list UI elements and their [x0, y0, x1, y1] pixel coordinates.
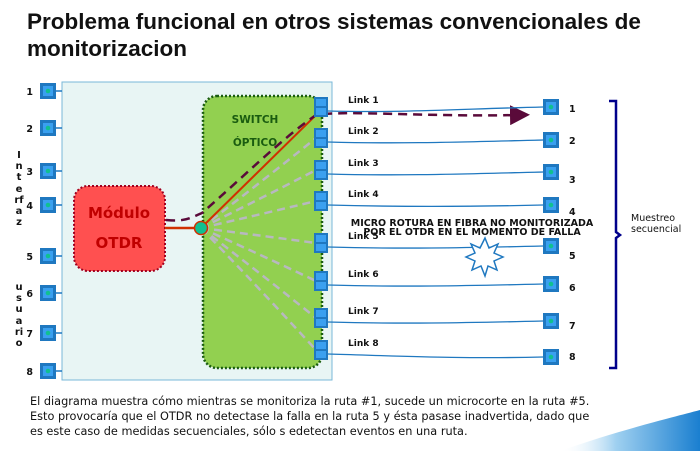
fiber-line: [327, 171, 544, 176]
remote-port-label: 3: [569, 175, 576, 186]
usuario-label: usuario: [14, 282, 24, 350]
user-port-8[interactable]: [40, 363, 56, 379]
sequence-bracket: [609, 99, 623, 370]
user-port-label: 7: [26, 329, 33, 340]
link-6: Link 6 6: [314, 270, 576, 294]
inactive-path-8: [200, 227, 317, 351]
remote-port-6[interactable]: [543, 276, 559, 292]
user-port-label: 3: [26, 167, 33, 178]
remote-port-label: 7: [569, 321, 576, 332]
link-3: Link 3 3: [314, 159, 576, 186]
link-label: Link 4: [348, 190, 379, 200]
link-5: Link 5 5: [314, 232, 576, 262]
link-7: Link 7 7: [314, 307, 576, 332]
inactive-path-7: [200, 227, 317, 319]
switch-port-1[interactable]: [314, 97, 328, 117]
fiber-line: [327, 283, 544, 287]
switch-junction: [193, 220, 209, 236]
user-port-1[interactable]: [40, 83, 56, 99]
fiber-line: [327, 245, 544, 249]
description: El diagrama muestra cómo mientras se mon…: [30, 394, 630, 439]
link-label: Link 6: [348, 270, 379, 280]
switch-label-line1: SWITCH: [232, 114, 279, 126]
switch-port-4[interactable]: [314, 191, 328, 211]
link-1: Link 1 1: [314, 96, 576, 117]
remote-port-4[interactable]: [543, 197, 559, 213]
link-label: Link 7: [348, 307, 379, 317]
remote-port-label: 5: [569, 251, 576, 262]
remote-port-8[interactable]: [543, 349, 559, 365]
switch-port-7[interactable]: [314, 308, 328, 328]
page-title: Problema funcional en otros sistemas con…: [27, 9, 641, 61]
otdr-label-line2: OTDR: [96, 234, 143, 252]
fault-note-line2: POR EL OTDR EN EL MOMENTO DE FALLA: [363, 227, 581, 238]
decorative-swoosh: [560, 410, 700, 451]
switch-port-3[interactable]: [314, 160, 328, 180]
user-port-2[interactable]: [40, 120, 56, 136]
remote-port-label: 2: [569, 136, 576, 147]
inactive-path-6: [200, 226, 317, 283]
active-path: [200, 114, 317, 229]
user-port-4[interactable]: [40, 197, 56, 213]
description-line: es este caso de medidas secuenciales, só…: [30, 425, 468, 438]
switch-label-line2: ÓPTICO: [233, 136, 277, 149]
user-port-label: 2: [26, 124, 33, 135]
description-line: El diagrama muestra cómo mientras se mon…: [30, 395, 590, 408]
link-8: Link 8 8: [314, 339, 576, 365]
user-port-label: 6: [26, 289, 33, 300]
switch-port-6[interactable]: [314, 271, 328, 291]
link-label: Link 2: [348, 127, 379, 137]
user-port-7[interactable]: [40, 325, 56, 341]
link-4: Link 4 4: [314, 190, 576, 218]
inactive-path-3: [200, 168, 317, 230]
remote-port-label: 8: [569, 352, 576, 363]
link-label: Link 5: [348, 232, 379, 242]
fiber-line: [327, 320, 544, 324]
inactive-path-5: [200, 226, 317, 245]
link-2: Link 2 2: [314, 127, 576, 148]
switch-port-5[interactable]: [314, 233, 328, 253]
description-line: Esto provocaría que el OTDR no detectase…: [30, 410, 590, 423]
fiber-line: [327, 353, 544, 359]
bracket-label-line2: secuencial: [631, 224, 681, 235]
otdr-label-line1: Módulo: [88, 204, 150, 222]
sequence-arrow: [165, 105, 530, 222]
user-port-label: 4: [26, 201, 33, 212]
remote-port-2[interactable]: [543, 132, 559, 148]
link-label: Link 3: [348, 159, 379, 169]
link-label: Link 1: [348, 96, 379, 106]
remote-port-label: 1: [569, 104, 576, 115]
otdr-module: [73, 185, 166, 272]
bracket-label-line1: Muestreo: [631, 213, 675, 224]
user-port-label: 8: [26, 367, 33, 378]
user-port-6[interactable]: [40, 285, 56, 301]
fiber-line: [327, 204, 544, 208]
interfaz-label: Interfaz: [14, 150, 24, 229]
switch-port-2[interactable]: [314, 128, 328, 148]
fault-burst-icon: [464, 236, 505, 279]
remote-port-5[interactable]: [543, 238, 559, 254]
user-port-5[interactable]: [40, 248, 56, 264]
fiber-line: [327, 106, 544, 113]
remote-port-7[interactable]: [543, 313, 559, 329]
user-port-label: 1: [26, 87, 33, 98]
remote-port-3[interactable]: [543, 164, 559, 180]
fault-note-line1: MICRO ROTURA EN FIBRA NO MONITORIZADA: [351, 218, 594, 229]
user-port-3[interactable]: [40, 163, 56, 179]
remote-port-label: 4: [569, 207, 576, 218]
remote-port-label: 6: [569, 283, 576, 294]
inactive-path-2: [200, 137, 317, 229]
switch-port-8[interactable]: [314, 340, 328, 360]
inactive-path-4: [200, 199, 317, 230]
user-port-label: 5: [26, 252, 33, 263]
fiber-line: [327, 139, 544, 144]
remote-port-1[interactable]: [543, 99, 559, 115]
link-label: Link 8: [348, 339, 379, 349]
